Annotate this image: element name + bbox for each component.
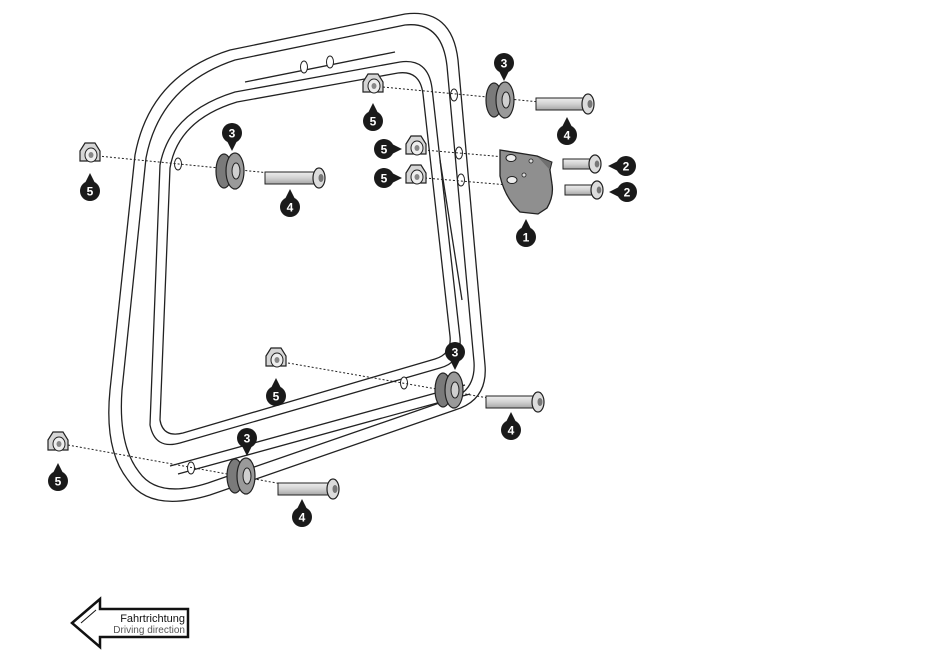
long-bolt	[486, 392, 544, 412]
svg-text:4: 4	[287, 201, 294, 215]
svg-text:5: 5	[55, 475, 62, 489]
bracket-hole	[507, 177, 517, 184]
callout-marker-4: 4	[280, 189, 300, 217]
svg-text:4: 4	[564, 129, 571, 143]
assembly-axes	[68, 87, 540, 484]
hex-nut	[363, 74, 383, 93]
svg-text:2: 2	[624, 186, 631, 200]
svg-text:2: 2	[623, 160, 630, 174]
callout-marker-3: 3	[237, 428, 257, 456]
svg-text:5: 5	[273, 390, 280, 404]
svg-text:5: 5	[87, 185, 94, 199]
frame-hole	[188, 462, 195, 474]
rubber-spacer	[486, 82, 514, 118]
callout-marker-5: 5	[374, 168, 402, 188]
hex-nut	[406, 136, 426, 155]
callout-marker-4: 4	[292, 499, 312, 527]
rubber-spacer	[435, 372, 463, 408]
svg-text:5: 5	[381, 143, 388, 157]
long-bolt	[536, 94, 594, 114]
long-bolt	[265, 168, 325, 188]
long-bolt	[278, 479, 339, 499]
callout-marker-3: 3	[222, 123, 242, 151]
mounting-bracket	[500, 150, 552, 214]
callout-marker-2: 2	[609, 182, 637, 202]
svg-text:4: 4	[299, 511, 306, 525]
direction-label-en: Driving direction	[113, 625, 185, 636]
driving-direction-indicator: Fahrtrichtung Driving direction	[72, 599, 188, 647]
svg-text:5: 5	[370, 115, 377, 129]
svg-text:3: 3	[244, 432, 251, 446]
bracket-hole	[506, 155, 516, 162]
frame-holes	[175, 56, 465, 474]
rubber-spacer	[216, 153, 244, 189]
callout-marker-1: 1	[516, 219, 536, 247]
carrier-frame	[109, 13, 485, 501]
svg-text:5: 5	[381, 172, 388, 186]
svg-text:1: 1	[523, 231, 530, 245]
hex-nut	[80, 143, 100, 162]
callout-marker-4: 4	[501, 412, 521, 440]
callout-marker-5: 5	[266, 378, 286, 406]
short-bolt	[565, 181, 603, 199]
callout-marker-5: 5	[80, 173, 100, 201]
svg-text:3: 3	[229, 127, 236, 141]
rubber-spacer	[227, 458, 255, 494]
callout-marker-3: 3	[445, 342, 465, 370]
callout-marker-5: 5	[374, 139, 402, 159]
frame-hole	[451, 89, 458, 101]
frame-hole	[458, 174, 465, 186]
hex-nut	[266, 348, 286, 367]
direction-label-de: Fahrtrichtung	[120, 613, 185, 625]
svg-text:3: 3	[452, 346, 459, 360]
callout-marker-2: 2	[608, 156, 636, 176]
frame-hole	[301, 61, 308, 73]
short-bolt	[563, 155, 601, 173]
callout-marker-4: 4	[557, 117, 577, 145]
hex-nut	[48, 432, 68, 451]
frame-hole	[327, 56, 334, 68]
svg-text:3: 3	[501, 57, 508, 71]
callout-marker-3: 3	[494, 53, 514, 81]
svg-text:4: 4	[508, 424, 515, 438]
callout-marker-5: 5	[363, 103, 383, 131]
callout-marker-5: 5	[48, 463, 68, 491]
hex-nut	[406, 165, 426, 184]
